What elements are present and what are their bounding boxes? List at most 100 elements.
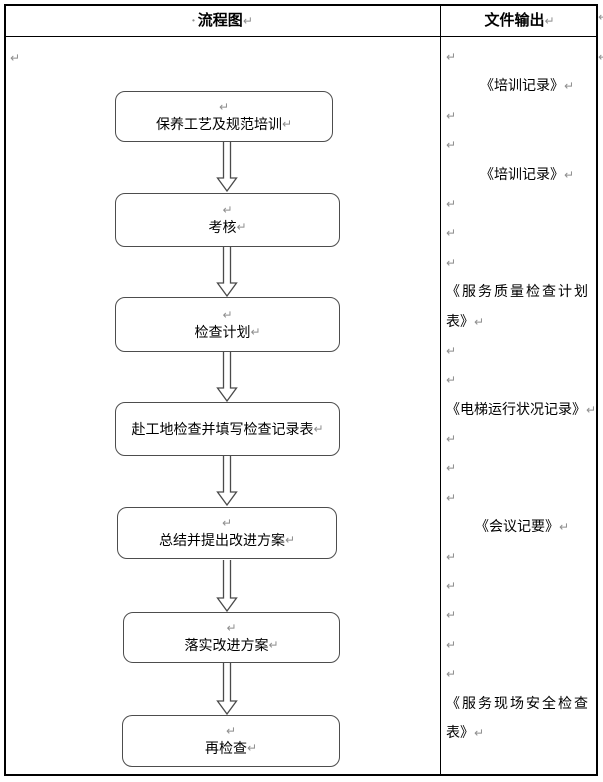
paragraph-mark: ↵ bbox=[446, 196, 457, 211]
paragraph-mark: ↵ bbox=[221, 516, 233, 530]
flow-step-label: 考核 bbox=[208, 221, 237, 236]
flow-step-box-training: ↵ 保养工艺及规范培训↵ bbox=[115, 91, 333, 142]
output-line: ↵ bbox=[446, 601, 596, 630]
output-line: ↵ bbox=[446, 43, 596, 72]
paragraph-mark: ↵ bbox=[225, 724, 237, 738]
paragraph-mark: ↵ bbox=[242, 14, 253, 28]
output-line: ↵ bbox=[446, 454, 596, 483]
flow-step-label: 再检查 bbox=[204, 742, 247, 757]
flow-step-box-site-inspection: 赴工地检查并填写检查记录表↵ bbox=[115, 402, 340, 456]
paragraph-mark: ↵ bbox=[586, 402, 597, 417]
output-line: 《服务质量检查计划 bbox=[446, 278, 596, 307]
flow-step-box-inspection-plan: ↵ 检查计划↵ bbox=[115, 297, 340, 352]
flowchart-header-label: 流程图 bbox=[197, 13, 243, 29]
paragraph-mark: ↵ bbox=[281, 116, 293, 131]
paragraph-mark: ↵ bbox=[446, 373, 457, 388]
table-outer-border bbox=[4, 4, 598, 776]
paragraph-mark: ↵ bbox=[446, 637, 457, 652]
paragraph-mark: ↵ bbox=[218, 99, 230, 114]
paragraph-mark: ↵ bbox=[544, 14, 555, 28]
output-text: 《服务现场安全检查 bbox=[446, 696, 590, 712]
output-line: 《培训记录》↵ bbox=[446, 161, 596, 190]
output-text: 表》 bbox=[446, 725, 474, 741]
output-text: 《服务质量检查计划 bbox=[446, 285, 590, 301]
paragraph-mark: ↵ bbox=[446, 461, 457, 476]
paragraph-mark: ↵ bbox=[474, 314, 485, 329]
paragraph-mark: ↵ bbox=[222, 307, 233, 322]
paragraph-mark: ↵ bbox=[446, 490, 457, 505]
paragraph-mark: ↵ bbox=[446, 608, 457, 623]
flow-step-label: 赴工地检查并填写检查记录表 bbox=[131, 423, 314, 438]
paragraph-mark: ↵ bbox=[10, 51, 21, 65]
flow-step-box-implement-improvement: ↵ 落实改进方案↵ bbox=[123, 612, 340, 663]
paragraph-mark: ↵ bbox=[246, 741, 258, 755]
paragraph-mark: ↵ bbox=[284, 533, 296, 547]
output-line: 《会议记要》↵ bbox=[446, 513, 596, 542]
down-arrow-connector bbox=[216, 352, 238, 402]
paragraph-mark: ↵ bbox=[222, 203, 233, 217]
output-text: 表》 bbox=[446, 314, 474, 330]
paragraph-mark: ↵ bbox=[446, 549, 457, 564]
output-line: ↵ bbox=[446, 543, 596, 572]
row-end-mark: ↵ bbox=[598, 9, 603, 25]
paragraph-mark: ↵ bbox=[564, 167, 575, 182]
flow-step-label: 总结并提出改进方案 bbox=[158, 534, 285, 549]
output-line: ↵ bbox=[446, 572, 596, 601]
outputs-column: ↵ 《培训记录》↵ ↵ ↵ 《培训记录》↵ ↵ ↵ ↵ 《服务质量检查计划 表》… bbox=[446, 43, 596, 748]
output-line: 《服务现场安全检查 bbox=[446, 690, 596, 719]
column-divider bbox=[440, 4, 441, 776]
output-line: 《培训记录》↵ bbox=[446, 72, 596, 101]
output-line: ↵ bbox=[446, 190, 596, 219]
down-arrow-connector bbox=[216, 456, 238, 506]
paragraph-mark: ↵ bbox=[313, 422, 324, 436]
space-mark: · bbox=[191, 14, 196, 29]
output-text: 《电梯运行状况记录》 bbox=[446, 402, 586, 418]
flow-step-box-reinspection: ↵ 再检查↵ bbox=[122, 715, 340, 767]
paragraph-mark: ↵ bbox=[446, 255, 457, 270]
paragraph-mark: ↵ bbox=[446, 432, 457, 447]
paragraph-mark: ↵ bbox=[564, 79, 575, 94]
paragraph-mark: ↵ bbox=[268, 637, 279, 652]
output-line: ↵ bbox=[446, 337, 596, 366]
output-line: ↵ bbox=[446, 425, 596, 454]
output-line: ↵ bbox=[446, 631, 596, 660]
paragraph-mark: ↵ bbox=[236, 220, 247, 234]
flow-step-box-assessment: ↵ 考核↵ bbox=[115, 193, 340, 247]
flow-step-label: 保养工艺及规范培训 bbox=[155, 117, 282, 133]
output-line: 表》↵ bbox=[446, 719, 596, 748]
down-arrow-connector bbox=[216, 560, 238, 612]
paragraph-mark: ↵ bbox=[446, 50, 457, 64]
output-text: 《培训记录》 bbox=[480, 79, 564, 95]
paragraph-mark: ↵ bbox=[559, 520, 570, 535]
row-end-mark: ↵ bbox=[598, 49, 603, 65]
output-line: ↵ bbox=[446, 249, 596, 278]
output-text: 《会议记要》 bbox=[475, 520, 559, 536]
output-line: ↵ bbox=[446, 484, 596, 513]
paragraph-mark: ↵ bbox=[446, 667, 457, 682]
flow-step-box-improvement-proposal: ↵ 总结并提出改进方案↵ bbox=[117, 507, 337, 559]
output-line: 表》↵ bbox=[446, 308, 596, 337]
flowchart-column-header: ·流程图↵ bbox=[4, 9, 440, 30]
header-row-divider bbox=[4, 36, 598, 37]
paragraph-mark: ↵ bbox=[446, 343, 457, 358]
output-text: 《培训记录》 bbox=[480, 167, 564, 183]
flow-step-label: 检查计划 bbox=[194, 325, 251, 341]
paragraph-mark: ↵ bbox=[250, 324, 261, 339]
down-arrow-connector bbox=[216, 663, 238, 715]
output-line: ↵ bbox=[446, 660, 596, 689]
paragraph-mark: ↵ bbox=[226, 620, 237, 635]
paragraph-mark: ↵ bbox=[446, 108, 457, 123]
output-line: ↵ bbox=[446, 102, 596, 131]
paragraph-mark: ↵ bbox=[446, 226, 457, 241]
outputs-column-header: 文件输出↵ bbox=[441, 9, 598, 30]
output-line: ↵ bbox=[446, 131, 596, 160]
flow-step-label: 落实改进方案 bbox=[184, 638, 269, 654]
paragraph-mark: ↵ bbox=[446, 138, 457, 153]
output-line: 《电梯运行状况记录》↵ bbox=[446, 396, 596, 425]
output-line: ↵ bbox=[446, 366, 596, 395]
output-line: ↵ bbox=[446, 219, 596, 248]
paragraph-mark: ↵ bbox=[474, 725, 485, 740]
paragraph-mark: ↵ bbox=[446, 579, 457, 594]
outputs-header-label: 文件输出 bbox=[484, 13, 545, 29]
